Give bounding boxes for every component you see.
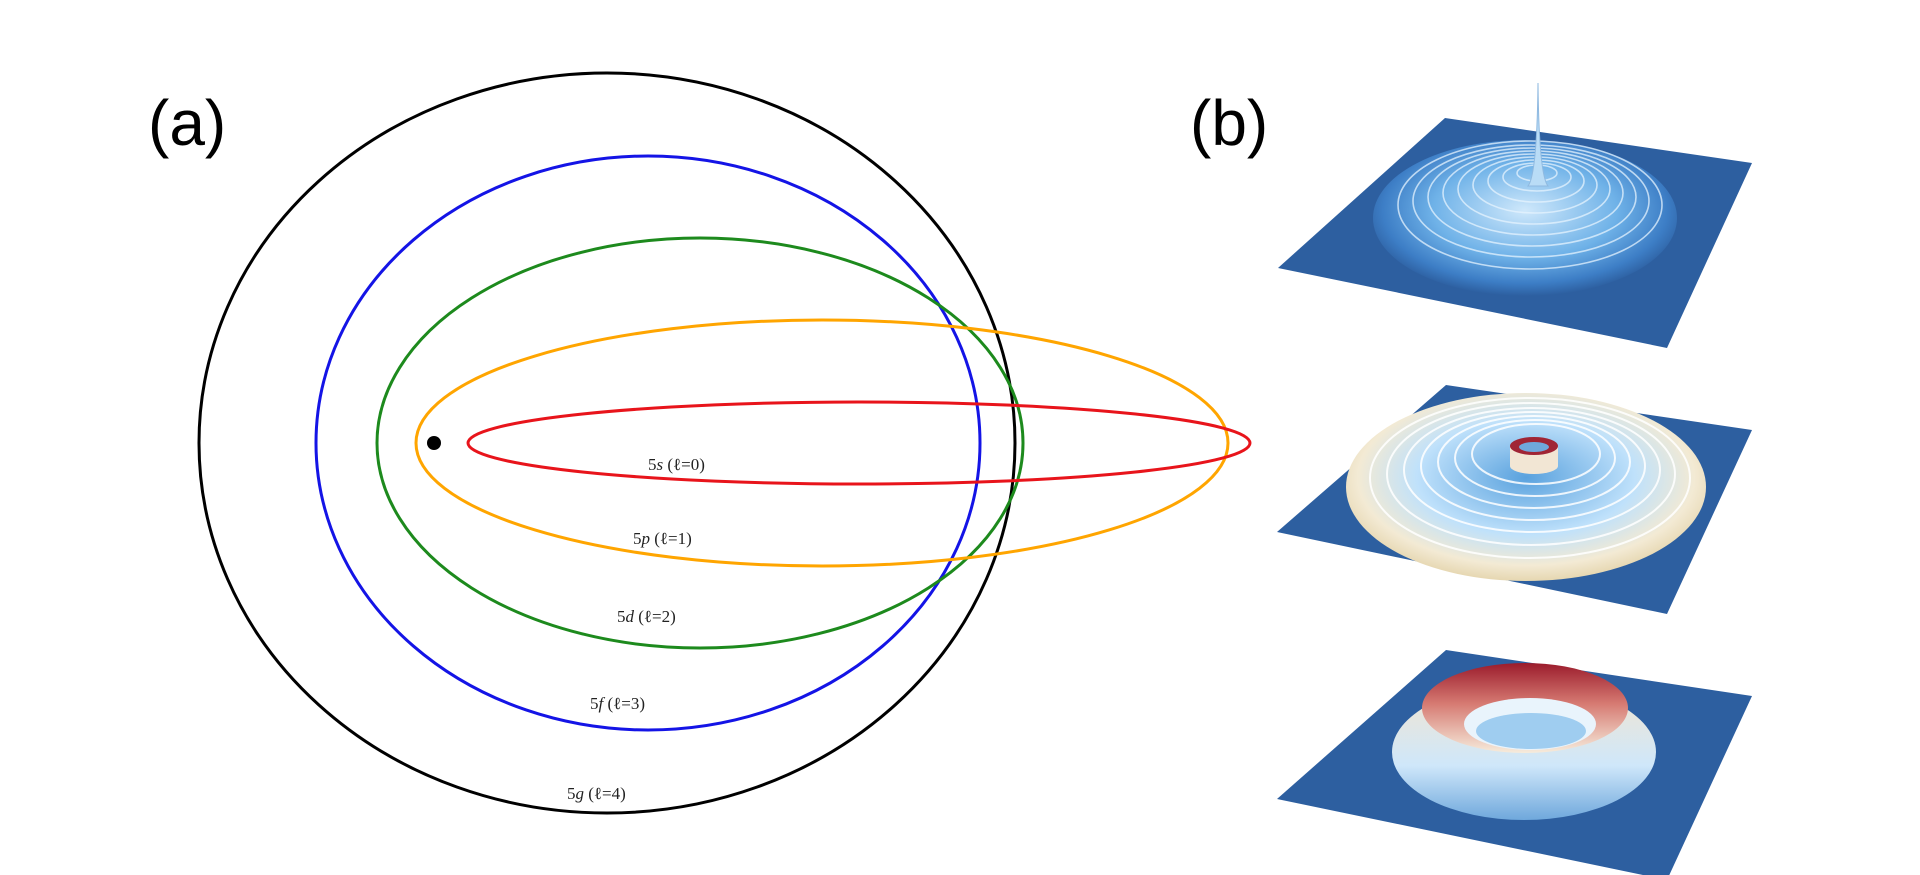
orbit-5s xyxy=(466,400,1252,486)
orbit-5g xyxy=(197,71,1017,815)
panel-a: (a) 5s (ℓ=0) 5p (ℓ=1) 5d (ℓ=2) 5f (ℓ=3) … xyxy=(148,71,1252,815)
surface-5p xyxy=(1277,385,1752,614)
surface-5s-peak xyxy=(1526,82,1550,187)
panel-a-label: (a) xyxy=(148,87,226,159)
orbit-label-5f: 5f (ℓ=3) xyxy=(590,694,645,713)
surface-5s xyxy=(1278,82,1752,348)
orbit-label-5p: 5p (ℓ=1) xyxy=(633,529,692,548)
panel-b: (b) xyxy=(1190,82,1752,875)
orbit-5p xyxy=(414,318,1230,568)
orbit-label-5s: 5s (ℓ=0) xyxy=(648,455,705,474)
orbit-label-5d: 5d (ℓ=2) xyxy=(617,607,676,626)
surface-5g-ring-inner xyxy=(1476,713,1586,749)
surface-5p-rings xyxy=(1369,397,1691,559)
surface-5p-core-hole xyxy=(1519,442,1549,452)
orbit-label-5g: 5g (ℓ=4) xyxy=(567,784,626,803)
surface-5s-bump xyxy=(1373,140,1677,296)
nucleus-dot xyxy=(427,436,441,450)
orbit-5d xyxy=(375,236,1025,650)
surface-5p-core-bottom xyxy=(1510,458,1558,474)
surface-5g xyxy=(1277,650,1752,875)
orbit-5f xyxy=(314,154,982,732)
panel-b-label: (b) xyxy=(1190,87,1268,159)
